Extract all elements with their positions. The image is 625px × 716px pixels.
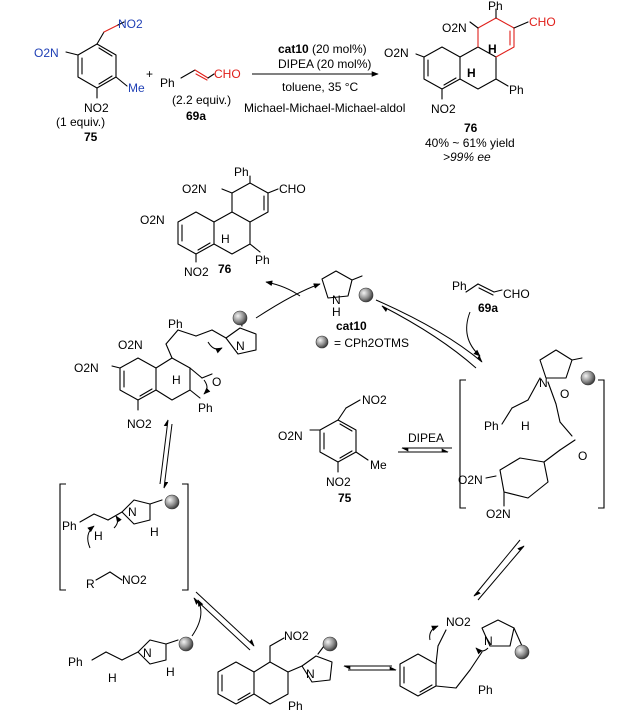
reactant-69a: Ph CHO (2.2 equiv.) 69a bbox=[160, 67, 241, 123]
cycle-product-ph-top: Ph bbox=[234, 165, 249, 179]
tri-ph-bottom: Ph bbox=[198, 401, 213, 415]
nitroarene-no2-bottom: NO2 bbox=[326, 475, 351, 489]
bicyclic-ph: Ph bbox=[288, 699, 303, 713]
ion-o: O bbox=[578, 449, 587, 463]
solvent-label: toluene, 35 °C bbox=[282, 80, 359, 94]
reactant1-equiv: (1 equiv.) bbox=[56, 115, 105, 129]
product-cho: CHO bbox=[529, 15, 556, 29]
product-no2-bottom: NO2 bbox=[431, 102, 456, 116]
cycle-product-o2n-left: O2N bbox=[140, 213, 165, 227]
tricyclic-iminium: Ph O2N O2N H NO2 Ph O N bbox=[74, 310, 257, 431]
dipea-label: DIPEA bbox=[408, 431, 444, 445]
product-ee: >99% ee bbox=[443, 150, 491, 164]
ion-n: N bbox=[539, 376, 548, 390]
product-76-top: O2N Ph CHO O2N H H Ph NO2 76 40% ~ 61% y… bbox=[384, 0, 556, 164]
product-o2n-left: O2N bbox=[384, 46, 409, 60]
reactant-75: NO2 O2N Me NO2 (1 equiv.) 75 bbox=[34, 17, 145, 144]
cycle-product-76: O2N Ph CHO O2N H NO2 Ph 76 bbox=[140, 165, 306, 279]
conditions: cat10 (20 mol%) DIPEA (20 mol%) toluene,… bbox=[244, 42, 405, 115]
catalyst-label: cat10 bbox=[278, 42, 309, 56]
product-ph-right: Ph bbox=[509, 83, 524, 97]
reactant1-id: 75 bbox=[84, 130, 98, 144]
aldehyde-id: 69a bbox=[478, 301, 498, 315]
ion-pair-complex: Ph H N O O O2N O2N bbox=[458, 349, 605, 521]
product-h2: H bbox=[467, 66, 476, 80]
sequence-label: Michael-Michael-Michael-aldol bbox=[244, 101, 405, 115]
no2-bottom-label: NO2 bbox=[84, 101, 109, 115]
reactant2-equiv: (2.2 equiv.) bbox=[172, 93, 231, 107]
phenyl-label: Ph bbox=[160, 76, 175, 90]
cycle-arrows bbox=[159, 280, 525, 671]
tri-o2n-left: O2N bbox=[74, 361, 99, 375]
product-yield: 40% ~ 61% yield bbox=[425, 136, 515, 150]
aldehyde-label: CHO bbox=[214, 67, 241, 81]
cycle-nitroarene-75: NO2 O2N Me NO2 75 DIPEA bbox=[278, 393, 452, 505]
bicyclic-n: N bbox=[306, 667, 315, 681]
product-h1: H bbox=[488, 42, 497, 56]
catalyst-cat10: N H cat10 = CPh2OTMS bbox=[315, 270, 409, 350]
tri-o2n-top: O2N bbox=[118, 338, 143, 352]
tri-ph: Ph bbox=[168, 317, 183, 331]
imine-left-ph: Ph bbox=[62, 519, 77, 533]
bicyclic-iminium: NO2 N Ph bbox=[217, 629, 338, 713]
aldehyde-cho: CHO bbox=[503, 287, 530, 301]
imine-left-n: N bbox=[128, 505, 137, 519]
plus-sign: + bbox=[146, 67, 153, 81]
imine-left-no2: NO2 bbox=[122, 573, 147, 587]
tri-no2: NO2 bbox=[127, 417, 152, 431]
catalyst-loading: (20 mol%) bbox=[312, 42, 367, 56]
nitroarene-id: 75 bbox=[338, 491, 352, 505]
tri-o: O bbox=[212, 375, 221, 389]
imine-left-h: H bbox=[94, 529, 103, 543]
enamine-h2: H bbox=[166, 665, 175, 679]
ion-o2n: O2N bbox=[458, 473, 483, 487]
diene-no2: NO2 bbox=[446, 615, 471, 629]
nitroarene-o2n: O2N bbox=[278, 429, 303, 443]
nitroarene-me: Me bbox=[370, 458, 387, 472]
product-ph-top: Ph bbox=[488, 0, 503, 13]
cycle-product-no2: NO2 bbox=[184, 265, 209, 279]
additive-label: DIPEA (20 mol%) bbox=[278, 57, 371, 71]
imine-left-h2: H bbox=[150, 525, 159, 539]
cycle-product-o2n-top: O2N bbox=[182, 182, 207, 196]
no2-top-label: NO2 bbox=[118, 17, 143, 31]
enamine-bottom-left: Ph H N H bbox=[68, 636, 194, 685]
catalyst-n: N bbox=[332, 293, 341, 307]
nitroarene-no2-top: NO2 bbox=[362, 393, 387, 407]
ion-ph: Ph bbox=[484, 419, 499, 433]
cycle-product-id: 76 bbox=[218, 262, 232, 276]
enamine-n: N bbox=[143, 646, 152, 660]
reactant2-id: 69a bbox=[186, 109, 206, 123]
enamine-ph: Ph bbox=[68, 655, 83, 669]
cycle-product-h: H bbox=[221, 232, 230, 246]
catalyst-h: H bbox=[332, 305, 341, 319]
product-id: 76 bbox=[464, 121, 478, 135]
tri-n: N bbox=[236, 339, 245, 353]
diene-enamine: NO2 N Ph bbox=[399, 615, 530, 697]
cycle-product-ph: Ph bbox=[255, 253, 270, 267]
bicyclic-no2: NO2 bbox=[284, 629, 309, 643]
imine-left-r: R bbox=[86, 577, 95, 591]
enamine-h: H bbox=[108, 671, 117, 685]
methyl-label: Me bbox=[128, 81, 145, 95]
cycle-aldehyde-69a: Ph CHO 69a bbox=[452, 279, 530, 315]
diene-n: N bbox=[484, 634, 493, 648]
aldehyde-ph: Ph bbox=[452, 279, 467, 293]
iminium-nitroalkene-complex: Ph H N H R NO2 bbox=[59, 483, 189, 591]
cycle-product-cho: CHO bbox=[279, 182, 306, 196]
catalyst-legend: = CPh2OTMS bbox=[334, 336, 409, 350]
ion-o-minus: O bbox=[560, 387, 569, 401]
product-o2n-top: O2N bbox=[442, 21, 467, 35]
diene-ph: Ph bbox=[478, 683, 493, 697]
catalyst-id: cat10 bbox=[336, 319, 367, 333]
tri-h: H bbox=[172, 373, 181, 387]
ion-h: H bbox=[521, 419, 530, 433]
ion-o2n-b: O2N bbox=[486, 507, 511, 521]
o2n-left-label: O2N bbox=[34, 46, 59, 60]
